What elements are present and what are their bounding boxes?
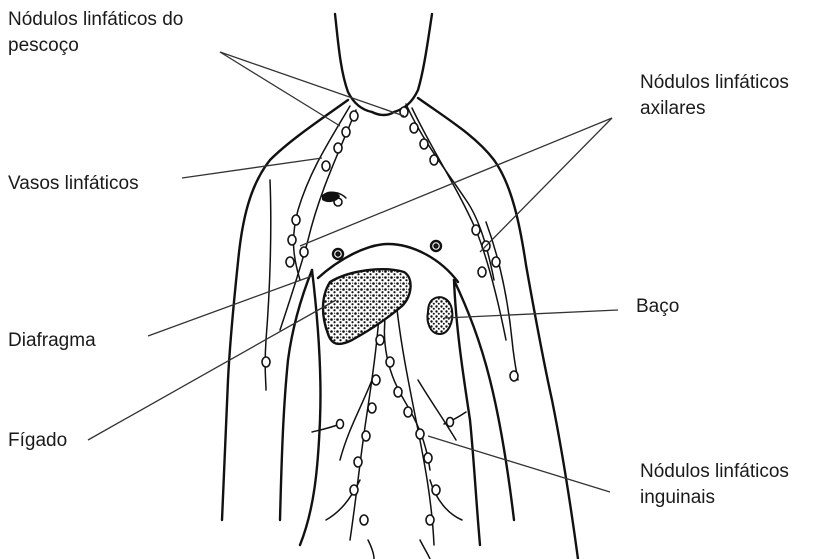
label-liver-text: Fígado (8, 428, 67, 454)
right-nipple (431, 241, 441, 251)
leader-spleen (444, 310, 618, 318)
neck-left-outline (335, 14, 372, 112)
right-torso-side (454, 280, 480, 545)
label-inguinal-lymph-nodes-line1: Nódulos linfáticos (640, 459, 789, 485)
label-neck-lymph-nodes: Nódulos linfáticos do pescoço (8, 7, 183, 59)
label-diaphragm-text: Diafragma (8, 328, 96, 354)
leader-liver (88, 300, 336, 440)
label-diaphragm: Diafragma (8, 328, 96, 354)
left-nipple (333, 249, 343, 259)
left-nipple-inner (337, 253, 340, 256)
label-inguinal-lymph-nodes-line2: inguinais (640, 485, 789, 511)
left-arm-inner (280, 270, 312, 520)
leader-inguinal (428, 436, 610, 492)
label-axillary-lymph-nodes: Nódulos linfáticos axilares (640, 70, 789, 122)
spleen-organ (428, 297, 453, 334)
label-spleen-text: Baço (636, 294, 679, 320)
left-torso-side (300, 270, 321, 545)
neck-base-curve (372, 112, 394, 115)
label-lymph-vessels: Vasos linfáticos (8, 171, 139, 197)
label-lymph-vessels-text: Vasos linfáticos (8, 171, 139, 197)
label-neck-lymph-nodes-line1: Nódulos linfáticos do (8, 7, 183, 33)
liver-organ (323, 269, 411, 344)
leader-neck-right (220, 52, 404, 116)
label-inguinal-lymph-nodes: Nódulos linfáticos inguinais (640, 459, 789, 511)
leader-vessels (182, 158, 322, 178)
label-axillary-lymph-nodes-line1: Nódulos linfáticos (640, 70, 789, 96)
label-liver: Fígado (8, 428, 67, 454)
label-spleen: Baço (636, 294, 679, 320)
neck-right-outline (394, 14, 432, 112)
leader-axillary-2 (480, 118, 612, 252)
label-neck-lymph-nodes-line2: pescoço (8, 33, 183, 59)
label-axillary-lymph-nodes-line2: axilares (640, 96, 789, 122)
right-nipple-inner (435, 245, 438, 248)
leader-neck-left (220, 52, 340, 126)
